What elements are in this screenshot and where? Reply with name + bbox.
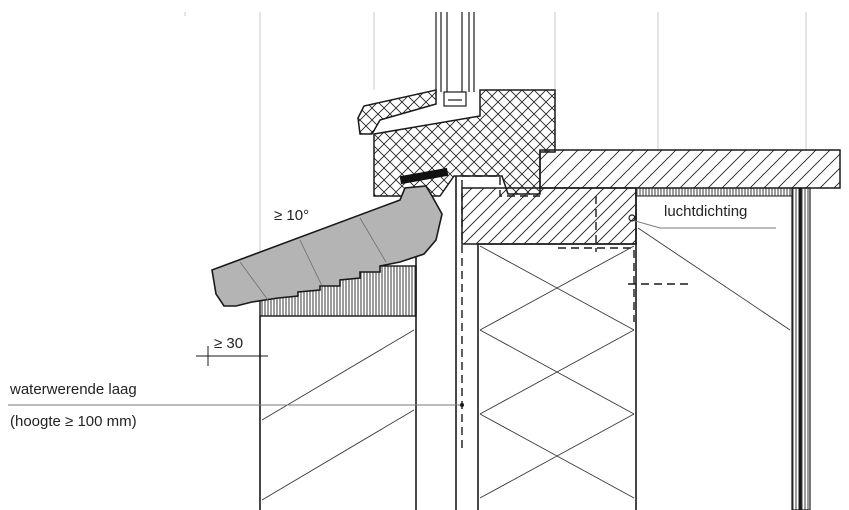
interior-window-board — [539, 149, 841, 189]
exterior-window-sill — [211, 185, 443, 307]
air-seal-label: luchtdichting — [664, 203, 747, 220]
waterproof-height-label: (hoogte ≥ 100 mm) — [10, 413, 137, 430]
sill-surface-lines — [239, 217, 387, 301]
glazing-unit — [435, 12, 475, 107]
waterproof-layer-label: waterwerende laag — [9, 381, 137, 398]
inner-sill-block — [461, 187, 637, 245]
angle-label: ≥ 10° — [274, 207, 309, 224]
dimension-overlap — [196, 346, 268, 366]
sill-seal-strip — [399, 167, 449, 185]
glazing-bead — [357, 89, 437, 135]
air-seal-leader — [631, 219, 776, 229]
interior-lining — [635, 187, 793, 197]
overlap-label: ≥ 30 — [214, 335, 243, 352]
stud-cross-lines — [261, 227, 791, 501]
